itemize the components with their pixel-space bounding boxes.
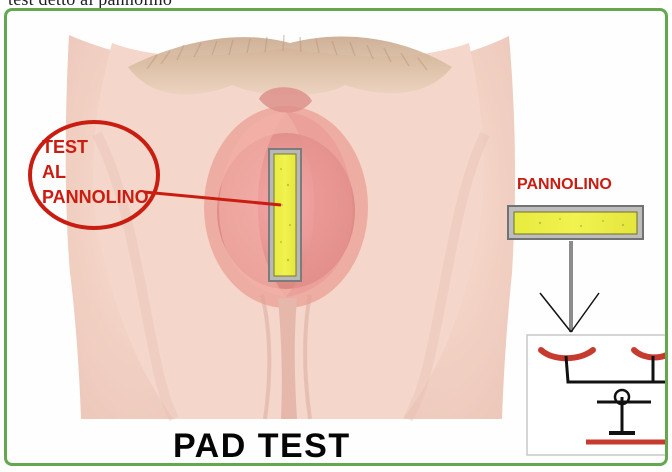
annotation-test-line-2: AL <box>42 162 66 182</box>
annotation-test-line-1: TEST <box>42 137 88 157</box>
arrow-split-left <box>540 293 571 332</box>
cropped-caption-strip: test detto al pannolino <box>0 0 672 8</box>
pad-test-diagram: TEST AL PANNOLINO PANNOLINO <box>7 11 668 466</box>
pad-label: PANNOLINO <box>517 176 612 193</box>
pad-measurement-diagram: PANNOLINO <box>508 176 668 455</box>
pubic-hair-shape <box>128 36 452 95</box>
figure-frame: TEST AL PANNOLINO PANNOLINO <box>4 8 668 466</box>
annotation-test-line-3: PANNOLINO <box>42 187 149 207</box>
cropped-caption: test detto al pannolino <box>8 0 172 8</box>
pad-sample <box>514 212 637 234</box>
pad-test-title: PAD TEST <box>173 427 351 465</box>
arrow-split-right <box>571 293 599 332</box>
central-pad <box>269 149 301 281</box>
